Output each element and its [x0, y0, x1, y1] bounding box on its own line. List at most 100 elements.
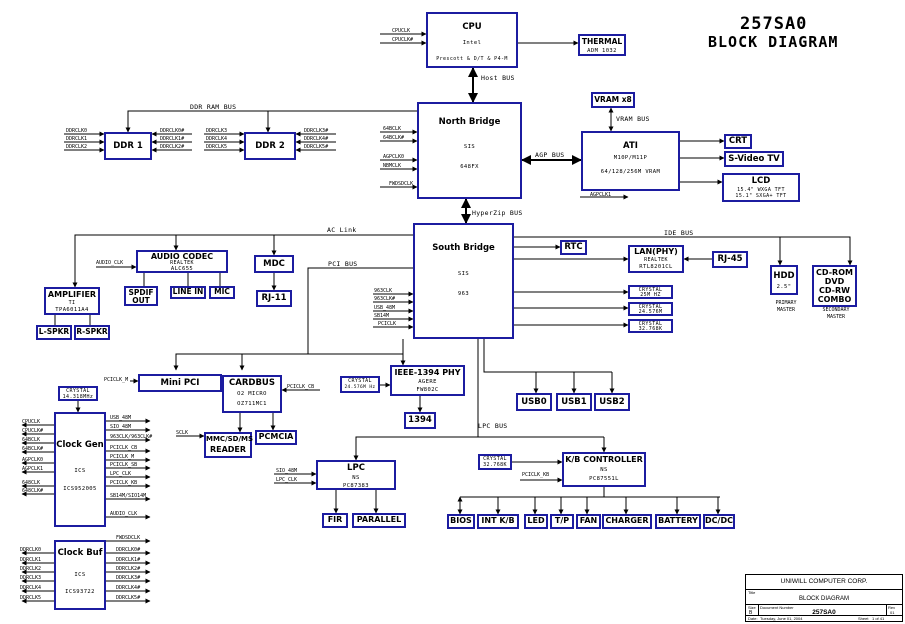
spdif-l2: OUT [132, 296, 150, 305]
crystal-sb3-l2: 32.768K [638, 326, 663, 332]
crystal-1394-l1: CRYSTAL [348, 378, 372, 384]
amplifier-vendor: TI [68, 300, 76, 306]
mdc-name: MDC [263, 259, 285, 269]
svideo-name: S-Video TV [728, 154, 780, 164]
line-in-name: LINE IN [172, 287, 204, 296]
ati-vram: 64/128/256M VRAM [600, 169, 661, 175]
hdd-name: HDD [773, 271, 795, 281]
clkgen-right-5: PCICLK_SB [110, 462, 138, 468]
cardbus-vendor: O2 MICRO [237, 391, 267, 397]
cdrom-l4: COMBO [817, 295, 852, 304]
crystal-kb-l1: CRYSTAL [483, 456, 507, 462]
parallel-block: PARALLEL [352, 513, 406, 528]
north-bridge-block: North Bridge SIS 648FX [417, 102, 522, 199]
ddr2-left-2: DDRCLK5 [206, 144, 228, 150]
usb2-block: USB2 [594, 393, 630, 411]
ddr1-right-0: DDRCLK0# [160, 128, 185, 134]
ddr2-name: DDR 2 [255, 141, 285, 151]
crystal-1394-block: CRYSTAL 24.576M Hz [340, 376, 380, 393]
ddr2-left-1: DDRCLK4 [206, 136, 228, 142]
diagram-model: 257SA0 [740, 14, 808, 34]
clkbuf-right-4: DDRCLK3# [116, 575, 141, 581]
usb1-block: USB1 [556, 393, 592, 411]
cpu-block: CPU Intel Prescott & D/T & P4-M [426, 12, 518, 68]
ddr1-right-1: DDRCLK1# [160, 136, 185, 142]
cdrom-block: CD-ROM DVD CD-RW COMBO [812, 265, 857, 307]
crystal-sb3-block: CRYSTAL 32.768K [628, 319, 673, 333]
sb-signal-1: 963CLK# [374, 296, 396, 302]
clkgen-left-1: CPUCLK# [22, 428, 44, 434]
title-block: UNIWILL COMPUTER CORP. Title BLOCK DIAGR… [745, 574, 903, 622]
mini-pci-block: Mini PCI [138, 374, 222, 392]
cardbus-block: CARDBUS O2 MICRO OZ711MC1 [222, 375, 282, 413]
usb1-name: USB1 [561, 397, 587, 407]
clkbuf-left-5: DDRCLK5 [20, 595, 42, 601]
clock-gen-vendor: ICS [74, 468, 86, 474]
ddr2-right-1: DDRCLK4# [304, 136, 329, 142]
clock-gen-model: ICS952005 [63, 486, 97, 492]
mmc-reader-block: MMC/SD/MS READER [204, 432, 254, 458]
ide-bus-label: IDE BUS [664, 229, 694, 237]
line-in-block: LINE IN [170, 286, 206, 299]
ieee1394-vendor: AGERE [418, 379, 437, 385]
lpc-vendor: NS [352, 475, 360, 481]
clkbuf-right-2: DDRCLK1# [116, 557, 141, 563]
crt-name: CRT [728, 136, 748, 146]
crystal-kb-l2: 32.768K [483, 462, 507, 468]
clkbuf-left-3: DDRCLK3 [20, 575, 42, 581]
ddr-ram-bus-label: DDR RAM BUS [190, 103, 237, 111]
title-block-date: Tuesday, June 01, 2004 [760, 616, 803, 621]
crystal-sb1-l1: CRYSTAL [638, 287, 663, 293]
cpu-signal-1: CPUCLK# [392, 37, 414, 43]
lan-block: LAN(PHY) REALTEK RTL8201CL [628, 245, 684, 273]
hyperzip-bus-label: HyperZip BUS [472, 209, 523, 217]
thermal-model: ADM 1032 [587, 48, 617, 54]
clkgen-left-2: 64BCLK [22, 437, 41, 443]
tp-block: T/P [550, 514, 574, 529]
mic-block: MIC [209, 286, 235, 299]
crystal-sb3-l1: CRYSTAL [638, 321, 663, 327]
clkgen-right-6: LPC_CLK [110, 471, 132, 477]
crystal-sb1-l2: 25M HZ [640, 292, 661, 298]
crystal-14-l2: 14.318MHz [62, 394, 94, 400]
title-block-docnum-label: Document Number [760, 605, 794, 610]
cdrom-note: SECONDARY MASTER [822, 307, 850, 320]
host-bus-label: Host BUS [481, 74, 515, 82]
cdrom-l3: CD-RW [819, 286, 850, 295]
sb-signal-0: 963CLK [374, 288, 393, 294]
clkgen-right-9: AUDIO_CLK [110, 511, 138, 517]
mmc-l1: MMC/SD/MS [206, 435, 254, 443]
clock-gen-block: Clock Gen ICS ICS952005 [54, 412, 106, 527]
spdif-block: SPDIF OUT [124, 286, 158, 306]
cardbus-model: OZ711MC1 [237, 401, 267, 407]
title-block-company: UNIWILL COMPUTER CORP. [780, 578, 868, 585]
mini-pci-name: Mini PCI [160, 378, 200, 388]
vram-name: VRAM x8 [594, 95, 632, 104]
usb0-block: USB0 [516, 393, 552, 411]
clkgen-right-2: 963CLK/963CLK# [110, 434, 153, 440]
audio-codec-model: ALC655 [170, 266, 194, 272]
rj45-name: RJ-45 [717, 254, 743, 264]
cdrom-l1: CD-ROM [816, 268, 853, 277]
clkgen-right-8: SB14M/SIO14M [110, 493, 147, 499]
ati-model: M10P/M11P [613, 155, 648, 161]
pcmcia-name: PCMCIA [258, 432, 294, 441]
battery-name: BATTERY [658, 516, 698, 525]
pci-bus-label: PCI BUS [328, 260, 358, 268]
ddr2-right-2: DDRCLK5# [304, 144, 329, 150]
ac-link-label: AC Link [327, 226, 357, 234]
south-bridge-vendor: SIS [457, 271, 470, 277]
clkbuf-right-6: DDRCLK5# [116, 595, 141, 601]
svideo-block: S-Video TV [724, 151, 784, 167]
hdd-note: PRIMARY MASTER [775, 300, 797, 313]
crystal-sb1-block: CRYSTAL 25M HZ [628, 285, 673, 299]
r-spkr-name: R-SPKR [76, 327, 108, 336]
led-name: LED [527, 516, 545, 525]
int-kb-name: INT K/B [481, 516, 515, 525]
l-spkr-name: L-SPKR [38, 327, 70, 336]
parallel-name: PARALLEL [356, 515, 402, 524]
nb-signal-4: FWDSDCLK [389, 181, 414, 187]
clkgen-right-1: SIO_48M [110, 424, 132, 430]
audio-codec-name: AUDIO CODEC [150, 252, 214, 261]
pcmcia-block: PCMCIA [255, 430, 297, 445]
